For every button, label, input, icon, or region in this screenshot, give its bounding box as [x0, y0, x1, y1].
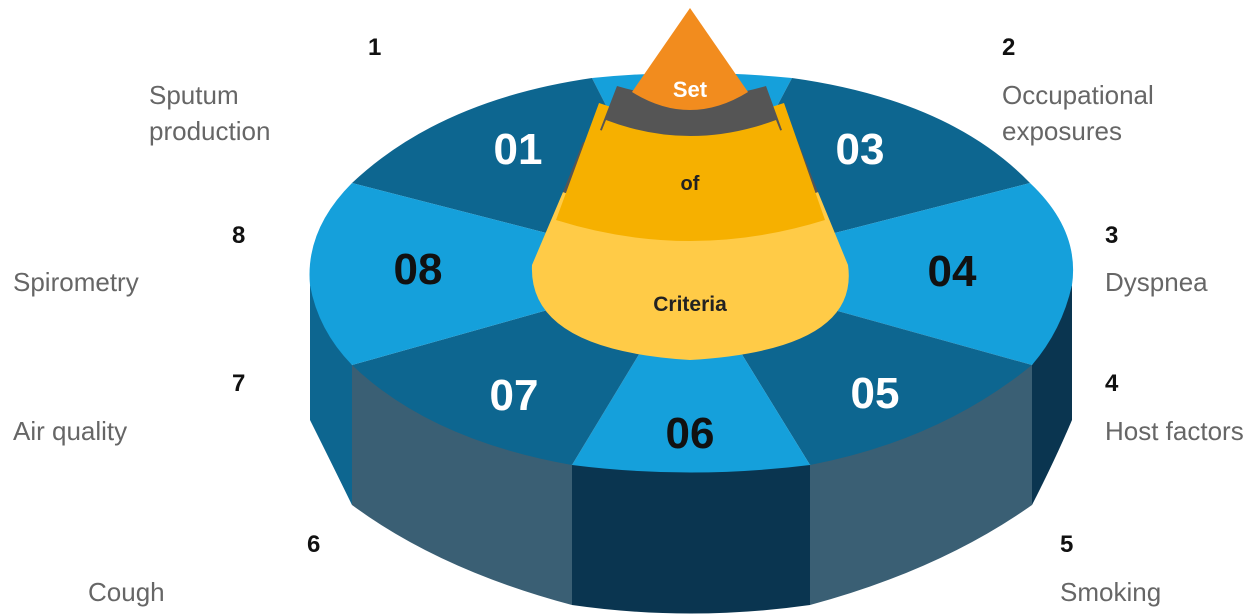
callout-label-6: Cough: [88, 577, 165, 607]
segment-number-06: 06: [666, 409, 715, 458]
cone-band-upper: [600, 86, 782, 144]
cone-label-middle: of: [681, 173, 700, 195]
segment-08: [309, 183, 690, 365]
callout-number-1: 1: [368, 34, 381, 61]
callout-label-4: Host factors: [1105, 416, 1244, 446]
segment-number-03: 03: [836, 125, 885, 174]
callout-label-1b: production: [149, 116, 270, 146]
cone-bottom-tier: [531, 192, 849, 360]
callout-label-1a: Sputum: [149, 80, 239, 110]
callouts: 1 Sputum production 2 Occupational expos…: [13, 34, 1244, 607]
wall-left-edge: [310, 285, 352, 505]
callout-label-3: Dyspnea: [1105, 267, 1208, 297]
wall-right: [810, 365, 1032, 605]
callout-number-5: 5: [1060, 531, 1073, 558]
segment-number-08: 08: [394, 245, 443, 294]
callout-number-4: 4: [1105, 370, 1119, 397]
segment-number-04: 04: [928, 247, 977, 296]
callout-number-6: 6: [307, 531, 320, 558]
callout-number-8: 8: [232, 222, 245, 249]
segment-numbers: 01 03 04 05 06 07 08: [394, 125, 977, 458]
callout-number-2: 2: [1002, 34, 1015, 61]
cone-label-bottom: Criteria: [653, 293, 727, 316]
cone-label-top: Set: [673, 77, 708, 102]
criteria-cone: Set of Criteria: [531, 8, 849, 360]
segment-06: [572, 270, 810, 473]
wall-right-edge: [1032, 285, 1072, 505]
segment-number-07: 07: [490, 371, 539, 420]
wall-center: [572, 465, 810, 614]
disc-side-walls: [310, 285, 1072, 614]
callout-number-7: 7: [232, 370, 245, 397]
callout-label-5: Smoking: [1060, 577, 1161, 607]
callout-label-8: Spirometry: [13, 267, 139, 297]
callout-number-3: 3: [1105, 222, 1118, 249]
segment-number-01: 01: [494, 125, 543, 174]
callout-label-2b: exposures: [1002, 116, 1122, 146]
callout-label-7: Air quality: [13, 416, 127, 446]
segment-number-05: 05: [851, 369, 900, 418]
callout-label-2a: Occupational: [1002, 80, 1154, 110]
cone-top-tier: [632, 8, 748, 110]
cone-middle-face: [572, 120, 810, 225]
wall-left: [352, 365, 572, 605]
segment-04: [690, 183, 1074, 365]
